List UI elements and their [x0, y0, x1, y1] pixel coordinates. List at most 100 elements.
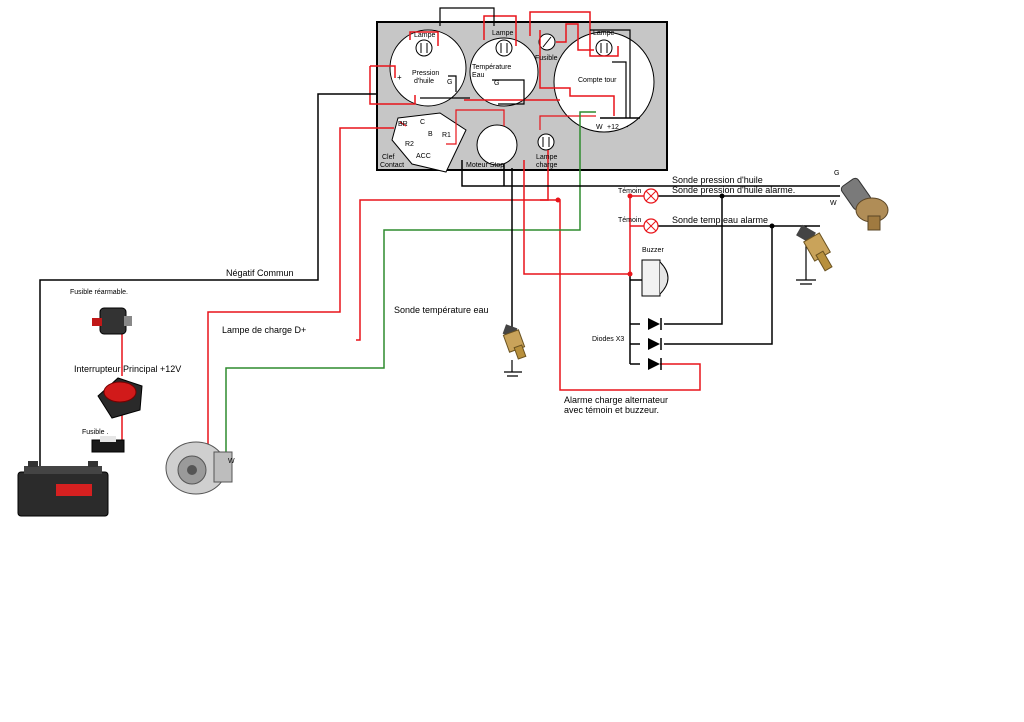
junction-dot — [555, 197, 561, 203]
warning-lamp-label: Témoin — [618, 217, 641, 224]
fuse-label: Fusible . — [82, 429, 109, 436]
tachometer-label: Compte tour — [578, 77, 617, 84]
battery-icon — [17, 461, 109, 517]
wire-placeholder — [360, 160, 400, 470]
diode-icon — [648, 318, 662, 330]
internal-wire — [556, 23, 594, 51]
oil-pressure-label: d'huile — [414, 78, 434, 85]
engine-stop-label: Moteur Stop — [466, 162, 504, 169]
junction-dot — [627, 271, 633, 277]
lamp-icon — [537, 133, 555, 151]
switch-terminal: BR — [398, 121, 408, 128]
charge-lamp-label: charge — [536, 162, 558, 169]
resettable-fuse-icon — [92, 307, 132, 335]
oil-pressure-label: Pression — [412, 70, 439, 77]
fuse-icon — [538, 33, 556, 51]
lamp-label: Lampe — [593, 30, 615, 37]
lamp-label: Lampe — [414, 32, 436, 39]
main-switch-icon — [97, 377, 143, 419]
sender-w-label: W — [830, 200, 837, 207]
buzzer-icon — [641, 259, 669, 297]
buzzer-label: Buzzer — [642, 247, 664, 254]
switch-terminal: R1 — [442, 132, 451, 139]
temp-sender-wire — [503, 164, 513, 330]
warning-lamp-icon — [643, 218, 659, 234]
internal-wire — [420, 75, 470, 99]
alarm-wire — [356, 150, 549, 341]
lamp-icon — [595, 39, 613, 57]
oil-sender-wire — [461, 160, 840, 187]
fuse-label: Fusible — [535, 55, 558, 62]
minus-terminal: - — [626, 124, 629, 131]
internal-wire — [369, 65, 416, 105]
water-temp-label: Eau — [472, 72, 485, 79]
water-temp-sender-label: Sonde température eau — [394, 305, 489, 315]
resettable-fuse-label: Fusible réarmable. — [70, 289, 128, 296]
warning-lamp-label: Témoin — [618, 188, 641, 195]
alternator-icon — [165, 441, 233, 495]
plus12-terminal: +12 — [607, 124, 619, 131]
internal-wire — [409, 31, 439, 46]
junction-dot — [719, 193, 725, 199]
dashboard-panel — [369, 7, 668, 173]
lamp-label: Lampe — [492, 30, 514, 37]
oil-pressure-sender-icon — [840, 177, 889, 231]
charge-lamp-dplus-label: Lampe de charge D+ — [222, 325, 306, 335]
internal-wire — [612, 61, 627, 118]
plus-terminal: + — [397, 73, 402, 82]
alternator-w-label: W — [228, 458, 235, 465]
temp-alarm-sender-label: Sonde temp eau alarme — [672, 215, 768, 225]
diode-common-wire — [629, 274, 640, 365]
ignition-label: Contact — [380, 162, 404, 169]
internal-wire — [539, 30, 615, 116]
negative-common-label: Négatif Commun — [226, 268, 294, 278]
external-wiring — [39, 93, 840, 478]
switch-terminal: C — [420, 119, 425, 126]
main-switch-label: Interrupteur Principal +12V — [74, 364, 181, 374]
water-temp-alarm-sender-icon — [796, 224, 833, 272]
diodes-label: Diodes X3 — [592, 336, 624, 343]
diode-icon — [648, 338, 662, 350]
water-temp-label: Température — [472, 64, 511, 71]
water-temp-sender-icon — [502, 324, 527, 377]
g-terminal: G — [494, 80, 499, 87]
w-terminal: W — [596, 124, 603, 131]
ignition-label: Clef — [382, 154, 395, 161]
tacho-w-wire — [225, 111, 596, 458]
switch-terminal: R2 — [405, 141, 414, 148]
sender-g-label: G — [834, 170, 839, 177]
internal-wire — [492, 79, 525, 105]
junction-dot — [769, 223, 775, 229]
diode-icon — [648, 358, 662, 370]
oil-sender-label: Sonde pression d'huile — [672, 175, 763, 185]
charge-lamp-wire — [207, 127, 394, 458]
oil-pressure-gauge — [389, 29, 467, 107]
ignition-switch — [391, 112, 467, 173]
oil-alarm-sender-label: Sonde pression d'huile alarme. — [672, 185, 795, 195]
switch-terminal: ACC — [416, 153, 431, 160]
lamp-icon — [495, 39, 513, 57]
tachometer-gauge — [553, 31, 655, 133]
engine-stop-button — [476, 124, 518, 166]
warning-lamp-icon — [643, 188, 659, 204]
internal-wire — [399, 109, 505, 145]
internal-wire — [483, 15, 517, 46]
alarm-label: avec témoin et buzzeur. — [564, 405, 659, 415]
lamp-icon — [415, 39, 433, 57]
junction-dot — [627, 193, 633, 199]
alarm-label: Alarme charge alternateur — [564, 395, 668, 405]
charge-lamp-label: Lampe — [536, 154, 558, 161]
fuse-holder-icon — [91, 436, 125, 453]
g-terminal: G — [447, 79, 452, 86]
alarm-charge-wire — [540, 199, 701, 391]
diode-wire — [664, 226, 773, 345]
diode-wire — [664, 196, 723, 325]
switch-terminal: B — [428, 131, 433, 138]
negative-common-wire — [39, 93, 377, 478]
internal-wire — [439, 7, 495, 26]
water-temp-gauge — [469, 37, 539, 107]
internal-wire — [539, 115, 596, 130]
internal-wire — [590, 29, 631, 118]
